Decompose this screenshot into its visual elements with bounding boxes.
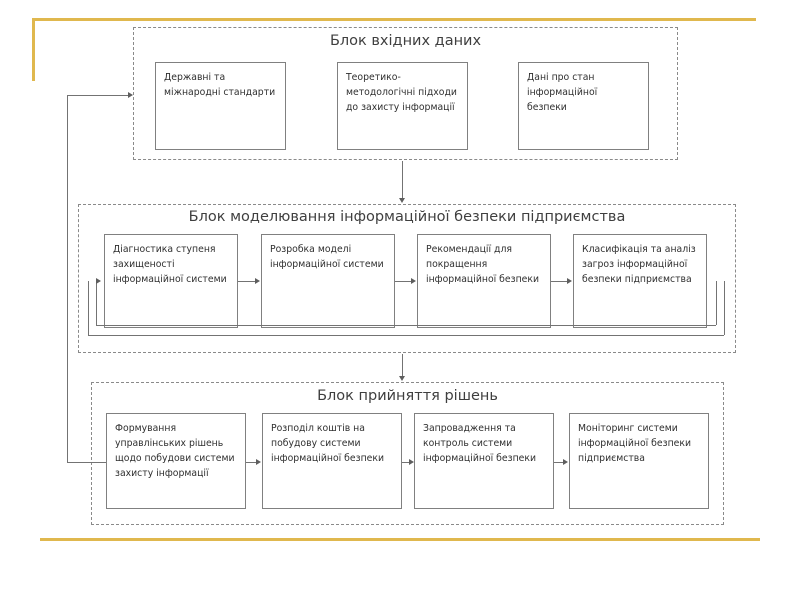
- group-decision-making-block: [91, 382, 724, 525]
- box-implementation-and-control: Запровадження та контроль системи інформ…: [414, 413, 554, 509]
- box-security-system-monitoring: Моніторинг системи інформаційної безпеки…: [569, 413, 709, 509]
- connector-modeling-to-decision: [402, 354, 403, 377]
- arrowhead-g3-1-2: [256, 459, 261, 465]
- feedback-inner-right: [716, 281, 717, 325]
- arrowhead-g3-2-3: [409, 459, 414, 465]
- global-feedback-top: [67, 95, 131, 96]
- accent-rule-top: [32, 18, 756, 21]
- connector-input-to-modeling: [402, 161, 403, 199]
- connector-g2-1-2: [238, 281, 256, 282]
- box-funds-allocation: Розподіл коштів на побудову системи інфо…: [262, 413, 402, 509]
- box-information-system-model-development: Розробка моделі інформаційної системи: [261, 234, 395, 328]
- feedback-outer-bottom: [88, 335, 724, 336]
- group-modeling-block: [78, 204, 736, 353]
- feedback-inner-left: [96, 281, 97, 325]
- group-input-data-block: [133, 27, 678, 160]
- arrowhead-feedback-inner: [96, 278, 101, 284]
- arrowhead-g3-3-4: [563, 459, 568, 465]
- connector-g2-2-3: [395, 281, 413, 282]
- feedback-outer-right: [724, 281, 725, 335]
- accent-rule-bottom: [40, 538, 760, 541]
- box-management-decision-formation: Формування управлінських рішень щодо поб…: [106, 413, 246, 509]
- box-threat-classification-analysis: Класифікація та аналіз загроз інформацій…: [573, 234, 707, 328]
- connector-g3-3-4: [554, 462, 565, 463]
- group-title-input-data-block: Блок вхідних даних: [329, 33, 482, 49]
- box-theoretical-methodological-approaches: Теоретико- методологічні підходи до захи…: [337, 62, 468, 150]
- box-state-international-standards: Державні та міжнародні стандарти: [155, 62, 286, 150]
- connector-g3-2-3: [402, 462, 410, 463]
- global-feedback-bottom: [67, 462, 106, 463]
- global-feedback-left: [67, 95, 68, 463]
- connector-g2-3-4: [551, 281, 569, 282]
- connector-g3-1-2: [246, 462, 258, 463]
- arrowhead-g2-1-2: [255, 278, 260, 284]
- box-information-security-state-data: Дані про стан інформаційної безпеки: [518, 62, 649, 150]
- arrowhead-modeling-to-decision: [399, 376, 405, 381]
- group-title-decision-making-block: Блок прийняття рішень: [317, 388, 498, 404]
- group-title-modeling-block: Блок моделювання інформаційної безпеки п…: [188, 209, 626, 225]
- arrowhead-global-feedback: [128, 92, 133, 98]
- arrowhead-g2-3-4: [567, 278, 572, 284]
- box-security-improvement-recommendations: Рекомендації для покращення інформаційно…: [417, 234, 551, 328]
- accent-rule-vertical: [32, 18, 35, 81]
- arrowhead-input-to-modeling: [399, 198, 405, 203]
- feedback-outer-left: [88, 281, 89, 335]
- feedback-inner-bottom: [96, 325, 716, 326]
- arrowhead-g2-2-3: [411, 278, 416, 284]
- box-protection-degree-diagnostics: Діагностика ступеня захищеності інформац…: [104, 234, 238, 328]
